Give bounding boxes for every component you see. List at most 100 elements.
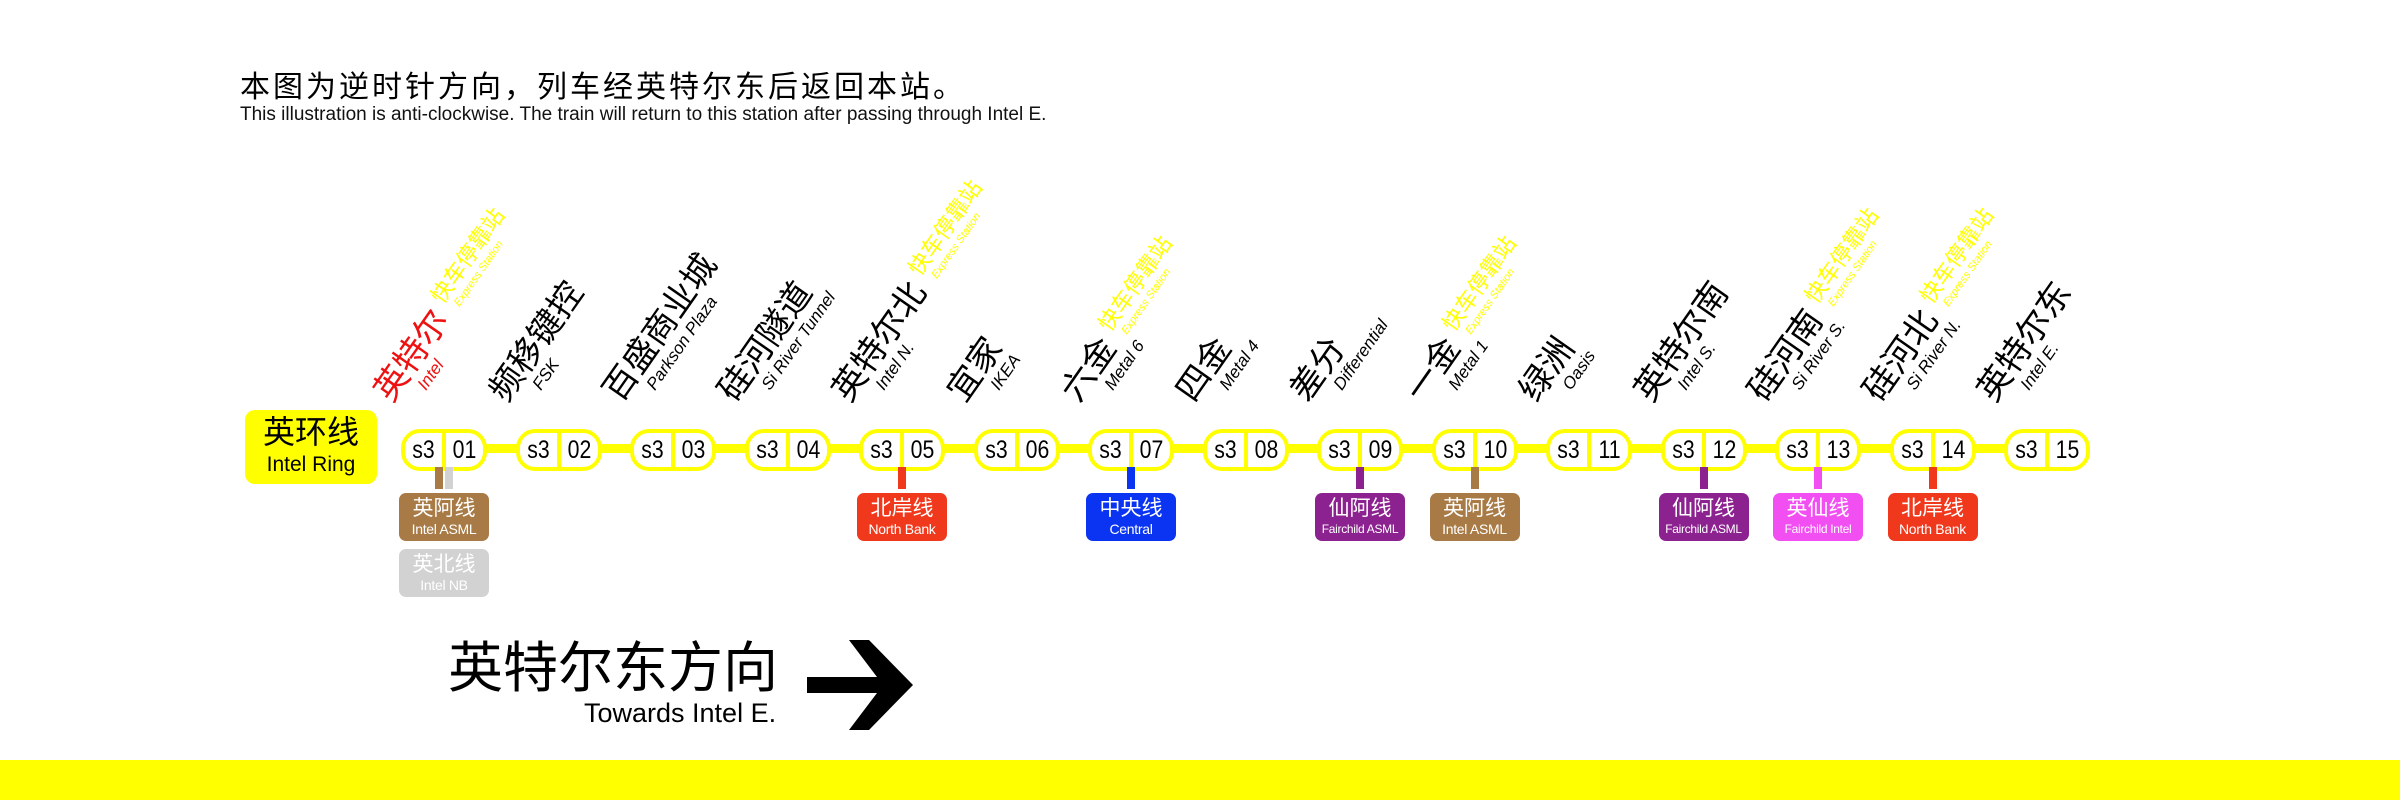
transfer-line-en: Fairchild ASML bbox=[1665, 522, 1742, 536]
station-number: 03 bbox=[681, 436, 706, 464]
pill-divider bbox=[1358, 433, 1362, 467]
pill-divider bbox=[1587, 433, 1591, 467]
station-number: 14 bbox=[1941, 436, 1965, 464]
line-code: s3 bbox=[984, 436, 1008, 464]
station-code-pill[interactable]: s3 02 bbox=[515, 429, 602, 471]
line-name-cn: 英环线 bbox=[262, 413, 359, 451]
pill-divider bbox=[556, 433, 561, 467]
station-number: 05 bbox=[910, 436, 935, 464]
pill-divider bbox=[785, 433, 790, 467]
station-code-pill[interactable]: s3 12 bbox=[1660, 429, 1747, 471]
pill-divider bbox=[671, 433, 675, 467]
line-code: s3 bbox=[1328, 436, 1351, 464]
transfer-line-en: North Bank bbox=[868, 521, 936, 537]
pill-divider bbox=[2045, 433, 2049, 467]
station-code-pill[interactable]: s3 11 bbox=[1546, 429, 1632, 471]
pill-divider bbox=[1472, 433, 1477, 467]
station-code-pill[interactable]: s3 10 bbox=[1431, 429, 1518, 471]
station-number: 08 bbox=[1254, 436, 1278, 464]
transfer-line-en: Fairchild ASML bbox=[1321, 522, 1399, 536]
transfer-connector bbox=[435, 467, 443, 489]
station-code-pill[interactable]: s3 14 bbox=[1889, 429, 1976, 471]
transfer-line-badge[interactable]: 英仙线 Fairchild Intel bbox=[1773, 493, 1863, 541]
pill-divider bbox=[1701, 433, 1706, 467]
transfer-line-badge[interactable]: 仙阿线 Fairchild ASML bbox=[1315, 493, 1405, 541]
transfer-line-cn: 英阿线 bbox=[1443, 496, 1506, 520]
station-number: 13 bbox=[1826, 436, 1851, 464]
station-number: 11 bbox=[1598, 436, 1621, 464]
pill-divider bbox=[1014, 433, 1019, 467]
line-code: s3 bbox=[412, 436, 435, 464]
line-code: s3 bbox=[1557, 436, 1580, 464]
line-code: s3 bbox=[870, 436, 893, 464]
transfer-line-cn: 英阿线 bbox=[412, 496, 476, 520]
pill-divider bbox=[1816, 433, 1820, 467]
station-code-pill[interactable]: s3 05 bbox=[859, 429, 945, 471]
transfer-line-en: North Bank bbox=[1898, 521, 1967, 537]
station-code-pill[interactable]: s3 08 bbox=[1202, 429, 1289, 471]
station-code-pill[interactable]: s3 06 bbox=[973, 429, 1060, 471]
pill-divider bbox=[900, 433, 904, 467]
station-number: 07 bbox=[1139, 436, 1164, 464]
pill-divider bbox=[1243, 433, 1248, 467]
direction-cn: 英特尔东方向 bbox=[448, 636, 779, 700]
line-code: s3 bbox=[755, 436, 779, 464]
notice-title-en: This illustration is anti-clockwise. The… bbox=[240, 104, 1047, 125]
transfer-line-cn: 仙阿线 bbox=[1328, 496, 1392, 520]
line-code: s3 bbox=[2015, 436, 2038, 464]
line-code: s3 bbox=[1442, 436, 1466, 464]
transfer-line-en: Intel ASML bbox=[1442, 521, 1507, 537]
transfer-line-cn: 中央线 bbox=[1099, 496, 1163, 520]
line-name-en: Intel Ring bbox=[266, 453, 356, 476]
station-number: 09 bbox=[1368, 436, 1393, 464]
transfer-connector bbox=[1127, 467, 1135, 489]
station-number: 10 bbox=[1483, 436, 1507, 464]
pill-divider bbox=[442, 433, 446, 467]
station-number: 06 bbox=[1025, 436, 1049, 464]
line-code: s3 bbox=[1213, 436, 1237, 464]
station-number: 02 bbox=[567, 436, 591, 464]
station-number: 04 bbox=[796, 436, 820, 464]
transfer-line-cn: 北岸线 bbox=[870, 496, 934, 520]
station-number: 12 bbox=[1712, 436, 1736, 464]
notice-title-cn: 本图为逆时针方向，列车经英特尔东后返回本站。 bbox=[240, 70, 966, 105]
transfer-connector bbox=[445, 467, 453, 489]
line-code: s3 bbox=[1671, 436, 1695, 464]
transfer-connector bbox=[1699, 467, 1708, 489]
transfer-line-cn: 北岸线 bbox=[1901, 496, 1964, 520]
transfer-line-cn: 英仙线 bbox=[1786, 496, 1850, 520]
station-code-pill[interactable]: s3 01 bbox=[401, 429, 487, 471]
station-number: 01 bbox=[452, 436, 477, 464]
station-code-pill[interactable]: s3 09 bbox=[1317, 429, 1403, 471]
line-code: s3 bbox=[526, 436, 550, 464]
transfer-line-en: Intel NB bbox=[420, 577, 468, 593]
transfer-connector bbox=[1356, 467, 1364, 489]
line-code: s3 bbox=[1900, 436, 1924, 464]
transfer-line-cn: 英北线 bbox=[412, 552, 476, 576]
station-code-pill[interactable]: s3 04 bbox=[744, 429, 831, 471]
pill-divider bbox=[1930, 433, 1935, 467]
transfer-line-en: Fairchild Intel bbox=[1784, 522, 1852, 536]
direction-en: Towards Intel E. bbox=[584, 698, 777, 728]
pill-divider bbox=[1129, 433, 1133, 467]
